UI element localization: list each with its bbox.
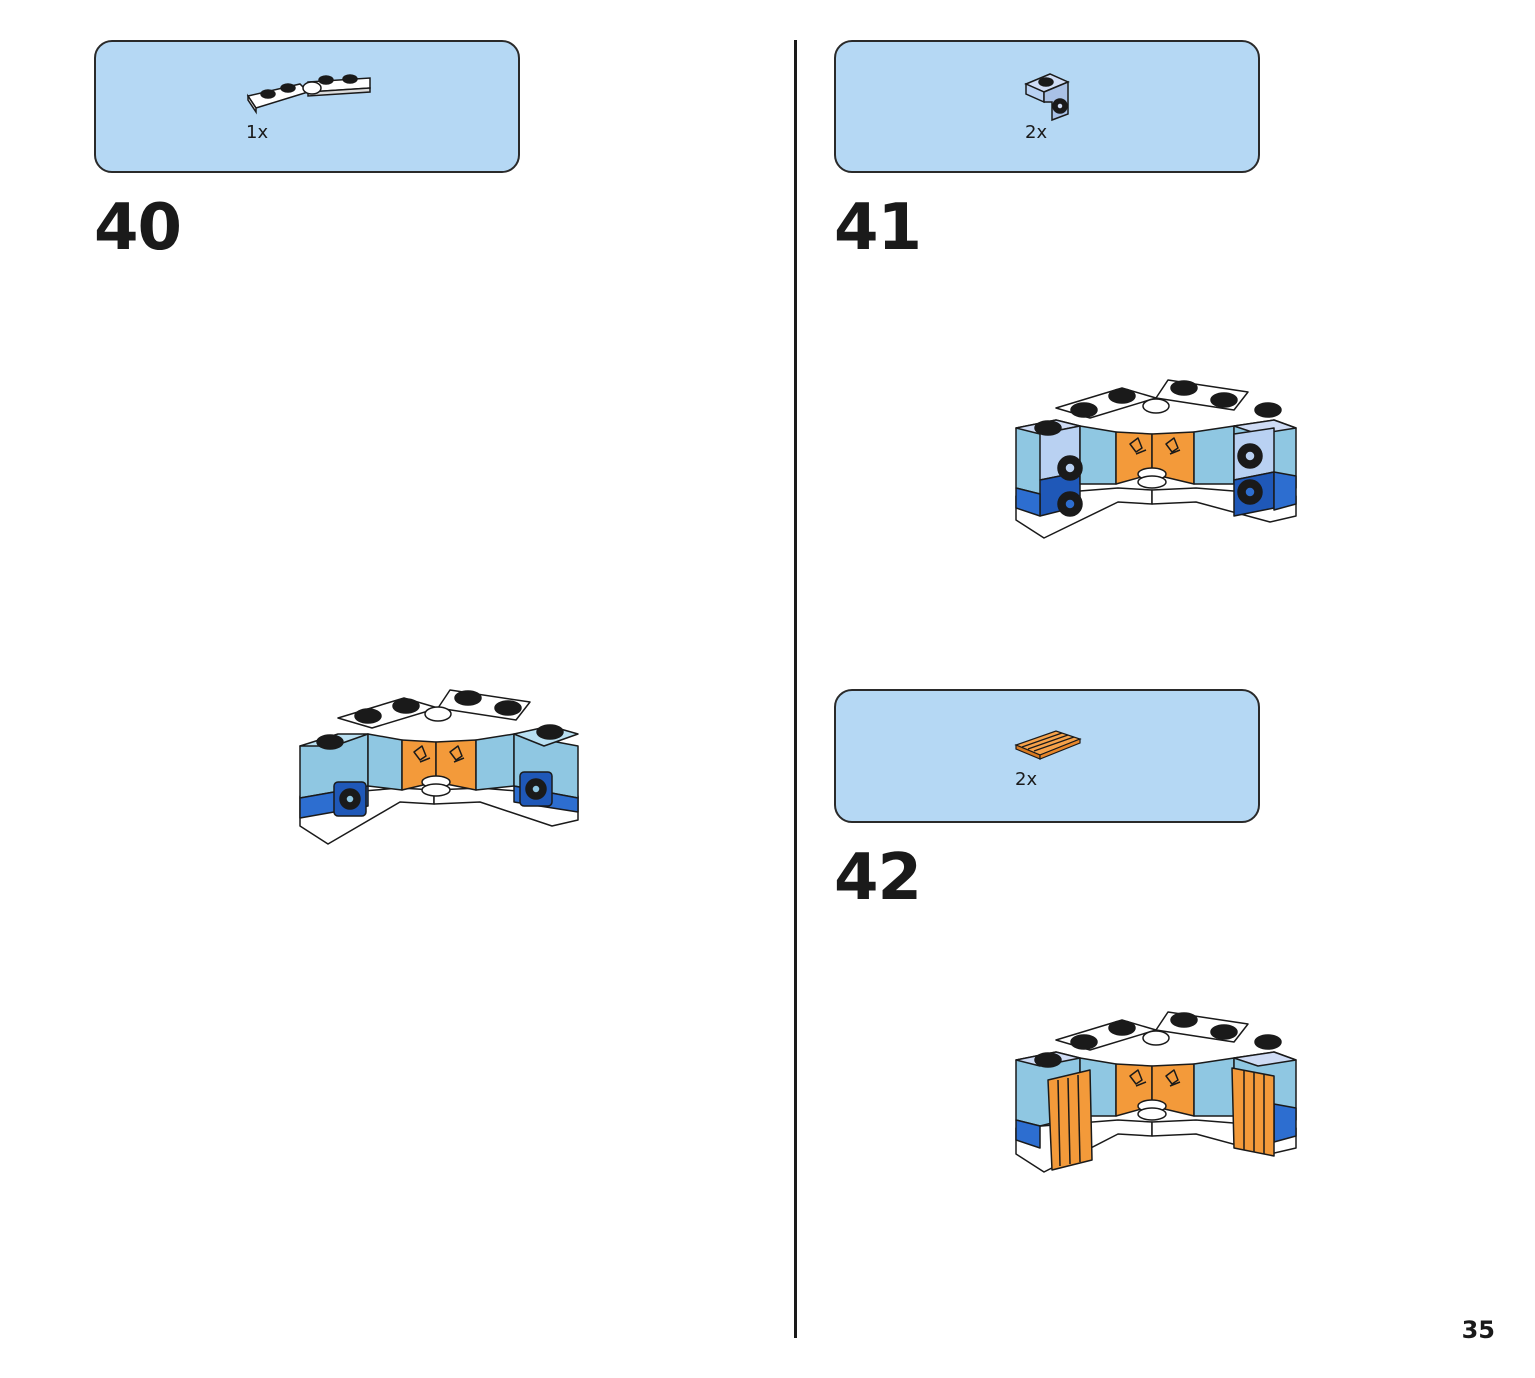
parts-callout-step-41: 2x	[834, 40, 1260, 173]
part-quantity: 2x	[1025, 122, 1048, 143]
page-number: 35	[1461, 1316, 1495, 1344]
step-number-41: 41	[834, 191, 922, 265]
parts-callout-step-42: 2x	[834, 689, 1260, 823]
step-41-model	[1015, 379, 1297, 539]
parts-callout-step-40: 1x	[94, 40, 520, 173]
part-quantity: 1x	[246, 122, 269, 143]
bracket-brick-icon	[1024, 73, 1070, 122]
step-number-42: 42	[834, 841, 922, 915]
hinge-plate-icon	[246, 74, 371, 115]
part-quantity: 2x	[1015, 769, 1038, 790]
step-40-model	[299, 689, 579, 845]
step-42-model	[1015, 1011, 1297, 1173]
step-number-40: 40	[94, 191, 182, 265]
orange-grille-tile-icon	[1014, 730, 1082, 760]
page-divider	[794, 40, 797, 1338]
